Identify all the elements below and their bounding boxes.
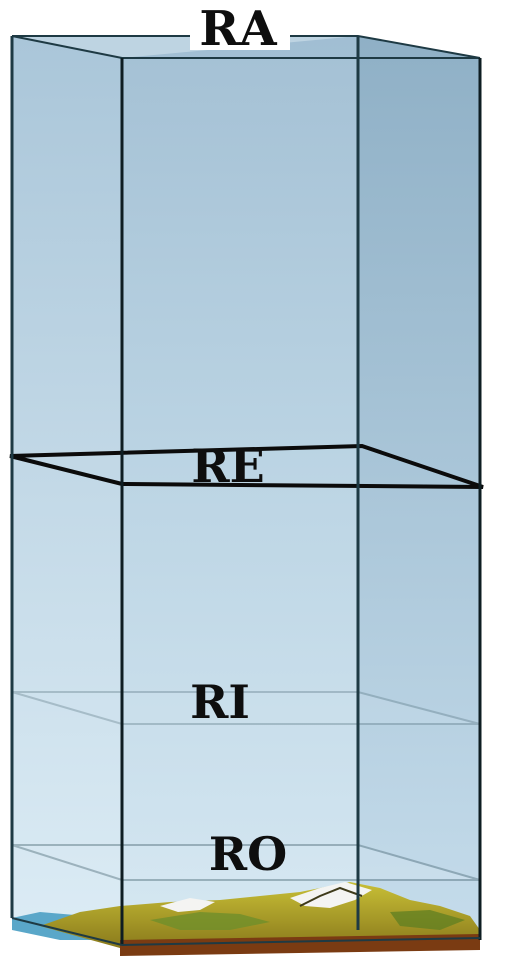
ro-label: RO (209, 827, 287, 881)
ri-label: RI (190, 675, 250, 729)
re-label: RE (191, 439, 264, 493)
ra-label: RA (199, 1, 277, 57)
left-face (12, 36, 122, 940)
